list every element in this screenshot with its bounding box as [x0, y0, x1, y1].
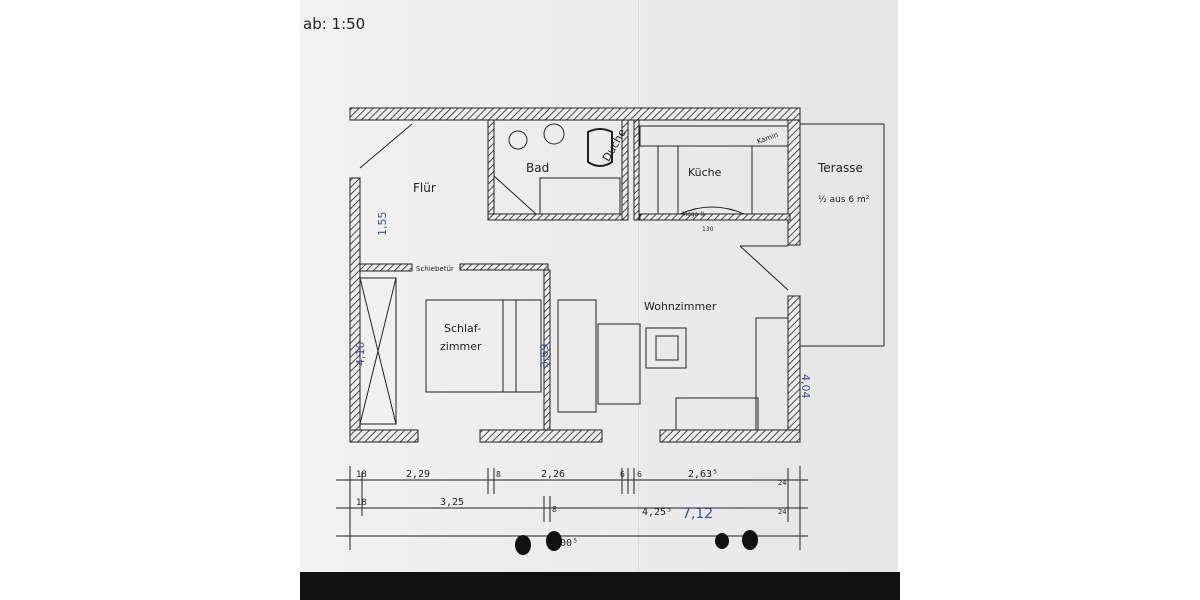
label-kamin: Kamin — [756, 131, 779, 146]
note-130: 130 — [702, 226, 714, 233]
note-mega: Mega-II — [682, 211, 704, 218]
room-labels: Flür Bad Duche Küche Kamin Wohnzimmer Sc… — [413, 126, 870, 353]
label-schiebetuer: Schiebetür — [416, 265, 454, 273]
room-label-bad: Bad — [526, 161, 549, 175]
blue-mark-total: 7,12 — [682, 506, 713, 522]
dim-row1-3: 2,26 — [541, 469, 565, 480]
dim-row2-3: 4,25⁵ — [642, 507, 672, 518]
table-edge — [300, 572, 900, 600]
scale-label: ab: 1:50 — [303, 15, 365, 33]
dim-row1-0: 18 — [356, 470, 367, 480]
dim-overall: 8,00⁵ — [548, 538, 578, 549]
dimension-lines — [336, 466, 808, 550]
blue-marks: 1,55 4,10 3,69 4,04 7,12 — [354, 212, 812, 523]
dim-row2-2: 8 — [552, 505, 557, 514]
furniture — [359, 123, 885, 431]
dim-row2-1: 3,25 — [440, 497, 464, 508]
dim-row1-5: 6 — [637, 470, 642, 479]
room-label-schlafzimmer-2: zimmer — [440, 340, 482, 353]
terasse-note: ½ aus 6 m² — [818, 195, 870, 205]
blue-mark-left-wall: 4,10 — [354, 342, 367, 367]
dim-row1-1: 2,29 — [406, 469, 430, 480]
room-label-flur: Flür — [413, 181, 436, 195]
dim-row1-6: 2,63⁵ — [688, 469, 718, 480]
blue-mark-flur: 1,55 — [376, 212, 389, 237]
room-label-kueche: Küche — [688, 166, 722, 179]
room-label-wohnzimmer: Wohnzimmer — [644, 300, 717, 313]
punch-holes — [515, 530, 758, 555]
inner-walls — [359, 119, 791, 431]
dim-row2-4: 24 — [778, 508, 786, 516]
blue-mark-mid-wall: 3,69 — [538, 344, 551, 369]
blue-mark-right-wall: 4,04 — [799, 374, 812, 399]
dim-row1-7: 24 — [778, 479, 786, 487]
room-label-terasse: Terasse — [817, 161, 863, 175]
dimension-labels: 18 2,29 8 2,26 6 6 2,63⁵ 24 18 3,25 8 4,… — [356, 469, 786, 549]
room-label-schlafzimmer-1: Schlaf- — [444, 322, 481, 335]
dim-row1-4: 6 — [620, 470, 625, 479]
outer-walls — [349, 107, 801, 443]
paper-sheet — [300, 0, 898, 572]
paper-fold — [638, 0, 639, 572]
dim-row1-2: 8 — [496, 470, 501, 479]
dim-row2-0: 18 — [356, 498, 367, 508]
